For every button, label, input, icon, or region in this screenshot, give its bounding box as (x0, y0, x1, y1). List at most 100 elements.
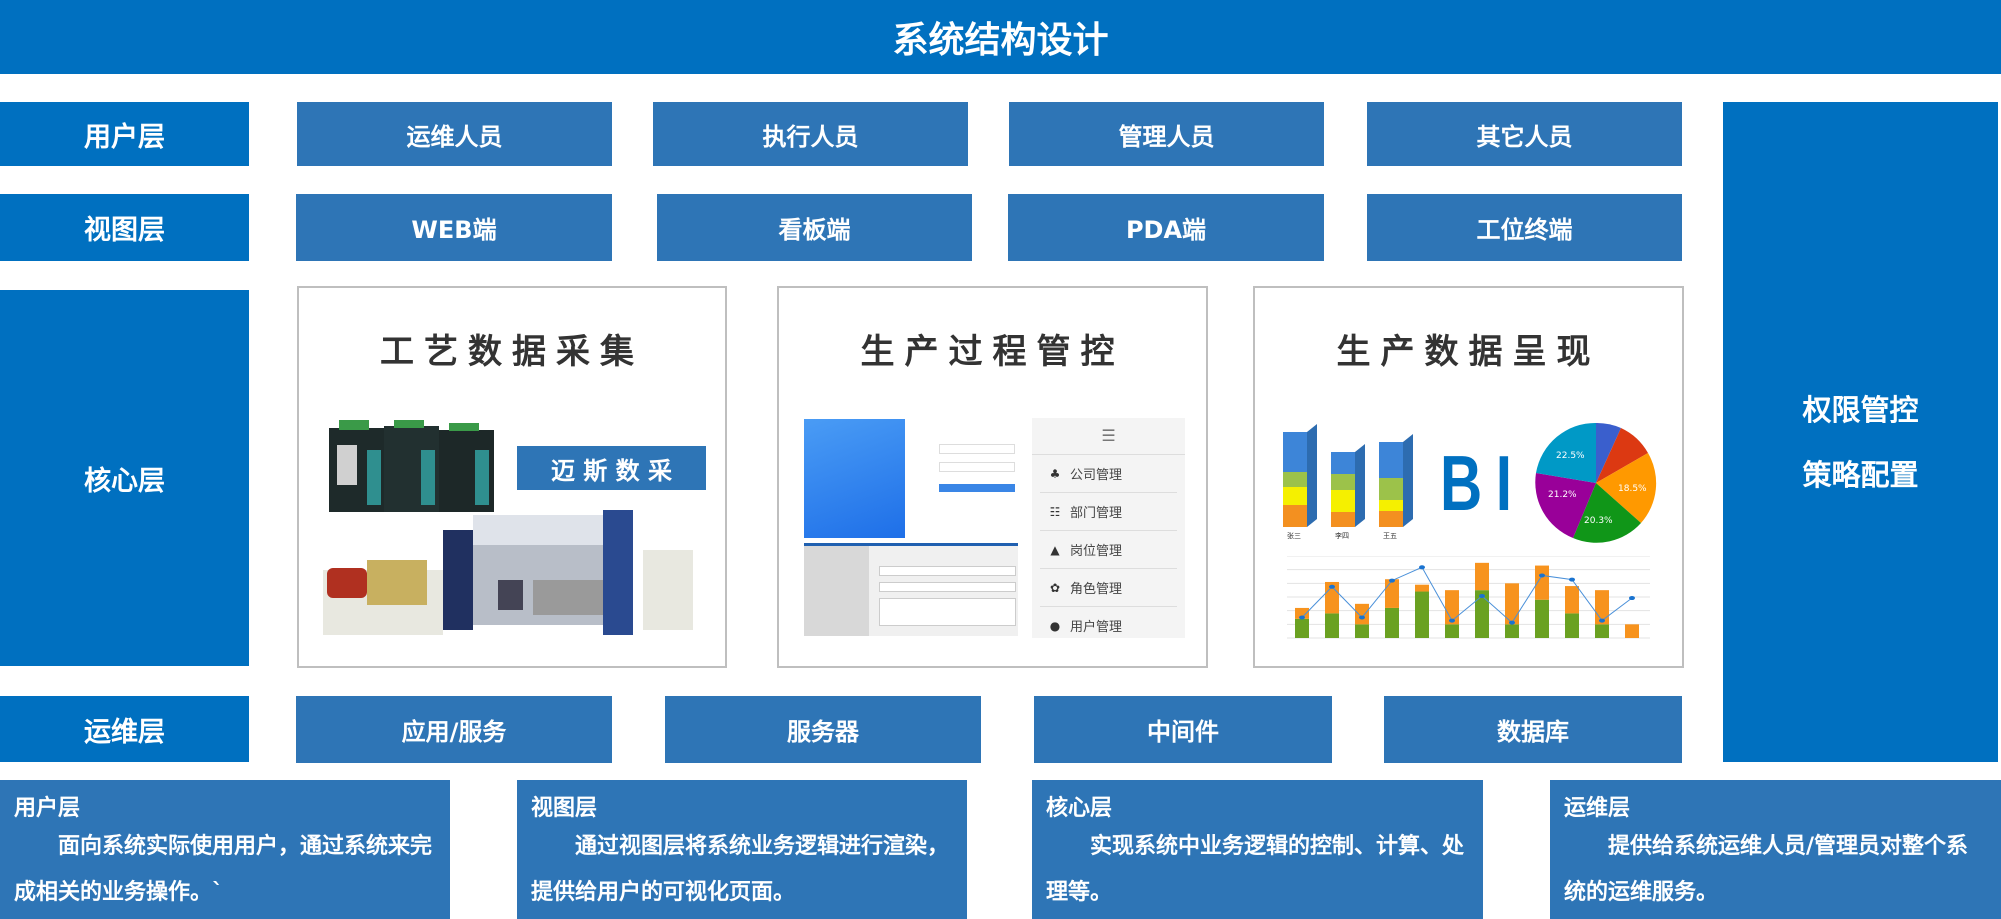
stacked-3d-bar-image: 张三 李四 王五 (1283, 424, 1413, 540)
line-point (1419, 565, 1425, 570)
menu-position: ▲岗位管理 (1040, 531, 1177, 569)
bar-segment (1385, 607, 1399, 638)
panel-data-presentation: 生产数据呈现 张三 李四 王五 BI 22.5% 18.5% 20.3% 21.… (1253, 286, 1684, 668)
view-web: WEB端 (296, 194, 612, 261)
ball-mill-image (323, 510, 693, 635)
side-menu: ☰ ♣ 公司管理 ☷部门管理 ▲岗位管理 ✿ 角色管理 ● 用户管理 (1032, 418, 1185, 638)
ops-middleware: 中间件 (1034, 696, 1332, 763)
line-point (1329, 584, 1335, 589)
bar-segment (1625, 624, 1639, 638)
layer-label-view: 视图层 (0, 194, 249, 261)
menu-label: 公司管理 (1070, 468, 1123, 483)
bar-2 (1331, 444, 1365, 527)
brand-label: 迈 斯 数 采 (517, 446, 706, 490)
line-series (1301, 566, 1633, 624)
view-workstation: 工位终端 (1367, 194, 1682, 261)
bar-segment (1505, 624, 1519, 638)
bar-segment (1295, 607, 1309, 619)
layer-label-core: 核心层 (0, 290, 249, 666)
desc-user-layer: 用户层面向系统实际使用用户，通过系统来完成相关的业务操作。` (0, 780, 450, 919)
panel-title: 工艺数据采集 (380, 332, 644, 372)
menu-user: ● 用户管理 (1040, 607, 1177, 644)
bar-segment (1535, 565, 1549, 600)
bar-segment (1475, 590, 1489, 638)
ops-server: 服务器 (665, 696, 981, 763)
graduation-cap-icon: ▲ (1050, 542, 1060, 557)
panel-data-collection: 工艺数据采集 迈 斯 数 采 (297, 286, 727, 668)
menu-company: ♣ 公司管理 (1040, 455, 1177, 493)
bar-segment (1475, 562, 1489, 591)
user-icon: ● (1049, 618, 1061, 633)
user-others: 其它人员 (1367, 102, 1682, 166)
bar-label: 王五 (1383, 532, 1397, 540)
line-point (1449, 618, 1455, 623)
bi-logo: BI (1440, 439, 1526, 527)
line-point (1629, 596, 1635, 601)
paw-icon: ✿ (1049, 580, 1061, 595)
line-point (1599, 618, 1605, 623)
menu-label: 角色管理 (1070, 582, 1123, 597)
bar-1 (1283, 424, 1317, 527)
form-screenshot (804, 543, 1018, 636)
desc-heading: 用户层 (14, 796, 81, 821)
desc-text: 通过视图层将系统业务逻辑进行渲染，提供给用户的可视化页面。 (531, 834, 950, 905)
view-pda: PDA端 (1008, 194, 1324, 261)
desc-text: 提供给系统运维人员/管理员对整个系统的运维服务。 (1564, 834, 1969, 905)
bar-segment (1355, 624, 1369, 638)
bar-segment (1535, 599, 1549, 638)
user-executor: 执行人员 (653, 102, 968, 166)
bar-segment (1385, 579, 1399, 608)
desc-heading: 视图层 (531, 796, 598, 821)
pie-label: 18.5% (1618, 484, 1647, 494)
line-point (1539, 573, 1545, 578)
ops-app-service: 应用/服务 (296, 696, 612, 763)
list-icon: ☷ (1049, 504, 1061, 519)
permission-column: 权限管控 策略配置 (1723, 102, 1998, 762)
bar-label: 李四 (1335, 531, 1349, 540)
bar-segment (1505, 583, 1519, 625)
page-title: 系统结构设计 (0, 0, 2001, 74)
ops-database: 数据库 (1384, 696, 1682, 763)
bar-segment (1355, 603, 1369, 625)
desc-heading: 运维层 (1564, 796, 1631, 821)
menu-label: 用户管理 (1070, 620, 1123, 635)
user-manager: 管理人员 (1009, 102, 1324, 166)
pie-label: 22.5% (1556, 451, 1585, 461)
desc-ops-layer: 运维层提供给系统运维人员/管理员对整个系统的运维服务。 (1550, 780, 2001, 919)
bar-segment (1295, 618, 1309, 638)
bar-segment (1415, 584, 1429, 592)
bar-segment (1325, 613, 1339, 638)
desc-text: 实现系统中业务逻辑的控制、计算、处理等。 (1046, 834, 1465, 905)
login-illustration (804, 419, 905, 538)
pie-label: 21.2% (1548, 490, 1577, 500)
layer-label-ops: 运维层 (0, 696, 249, 762)
line-point (1389, 578, 1395, 583)
panel-title: 生产过程管控 (860, 332, 1125, 372)
panel-title: 生产数据呈现 (1336, 332, 1601, 372)
line-point (1569, 577, 1575, 582)
desc-view-layer: 视图层通过视图层将系统业务逻辑进行渲染，提供给用户的可视化页面。 (517, 780, 967, 919)
bar-segment (1565, 613, 1579, 638)
org-icon: ♣ (1049, 466, 1061, 481)
gateway-devices-image (329, 420, 494, 512)
user-ops-staff: 运维人员 (297, 102, 612, 166)
line-point (1479, 593, 1485, 598)
pie-chart-image: 22.5% 18.5% 20.3% 21.2% (1535, 422, 1657, 543)
desc-core-layer: 核心层实现系统中业务逻辑的控制、计算、处理等。 (1032, 780, 1483, 919)
bar-segment (1445, 624, 1459, 638)
view-board: 看板端 (657, 194, 972, 261)
permission-control: 权限管控 (1802, 393, 1919, 427)
line-point (1359, 615, 1365, 620)
bar-3 (1379, 434, 1413, 527)
policy-config: 策略配置 (1802, 458, 1919, 492)
combo-chart-image (1287, 556, 1650, 639)
desc-heading: 核心层 (1046, 796, 1113, 821)
bar-segment (1595, 624, 1609, 638)
line-point (1299, 615, 1305, 620)
login-form (939, 436, 1015, 492)
layer-label-user: 用户层 (0, 102, 249, 166)
menu-collapse-icon: ☰ (1032, 418, 1185, 455)
bar-segment (1565, 586, 1579, 614)
menu-department: ☷部门管理 (1040, 493, 1177, 531)
desc-text: 面向系统实际使用用户，通过系统来完成相关的业务操作。` (14, 834, 433, 905)
